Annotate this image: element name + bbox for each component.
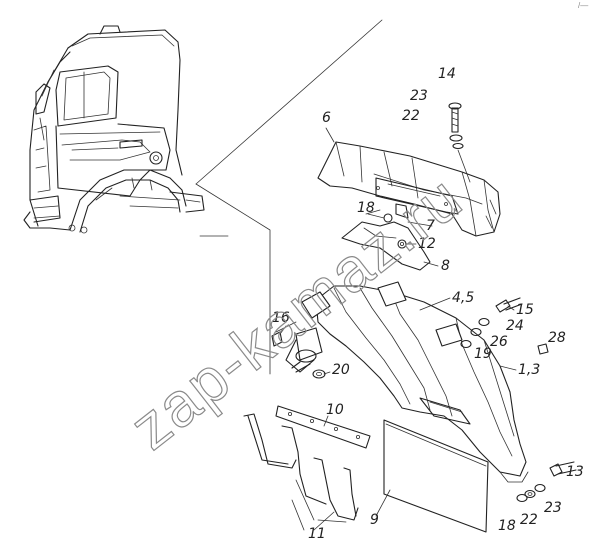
callout-9: 9 [370,512,379,528]
corner-mark: /— [578,1,588,10]
callout-8: 8 [441,258,450,274]
bolt-14-stack [448,102,471,183]
callout-18-bottom: 18 [498,518,516,534]
callout-28: 28 [548,330,566,346]
callout-10: 10 [326,402,344,418]
callout-13: 13 [566,464,584,480]
leader-lines [279,127,517,531]
bolt-16 [271,321,297,347]
callout-23-bottom: 23 [544,500,562,516]
callout-18-mid: 18 [357,200,375,216]
hardware-13-23-22-18 [516,461,577,503]
nut-20 [312,369,326,379]
part-6-upper-shield [317,141,501,237]
callout-23-top: 23 [410,88,428,104]
callout-11: 11 [308,526,326,542]
callout-12: 12 [418,236,436,252]
callout-15: 15 [516,302,534,318]
part-1-3-fender [285,281,529,483]
part-9-mudflap [383,419,489,533]
callout-22-bottom: 22 [520,512,538,528]
callout-16: 16 [272,310,290,326]
strap-assembly [341,203,431,271]
callout-22-top: 22 [402,108,420,124]
callout-26: 26 [490,334,508,350]
truck-cab-drawing [23,25,205,234]
callout-24: 24 [506,318,524,334]
callout-19: 19 [474,346,492,362]
projection-lines [195,19,383,375]
hardware-15-24-26-19 [460,297,549,355]
callout-6: 6 [322,110,331,126]
part-10-strip [275,405,371,449]
part-11-brackets [243,413,359,523]
callout-1-3: 1,3 [518,362,540,378]
callout-20: 20 [332,362,350,378]
callout-4-5: 4,5 [452,290,474,306]
callout-labels: 14 23 22 6 18 7 12 8 4,5 15 24 26 28 16 … [272,66,584,542]
callout-14: 14 [438,66,456,82]
